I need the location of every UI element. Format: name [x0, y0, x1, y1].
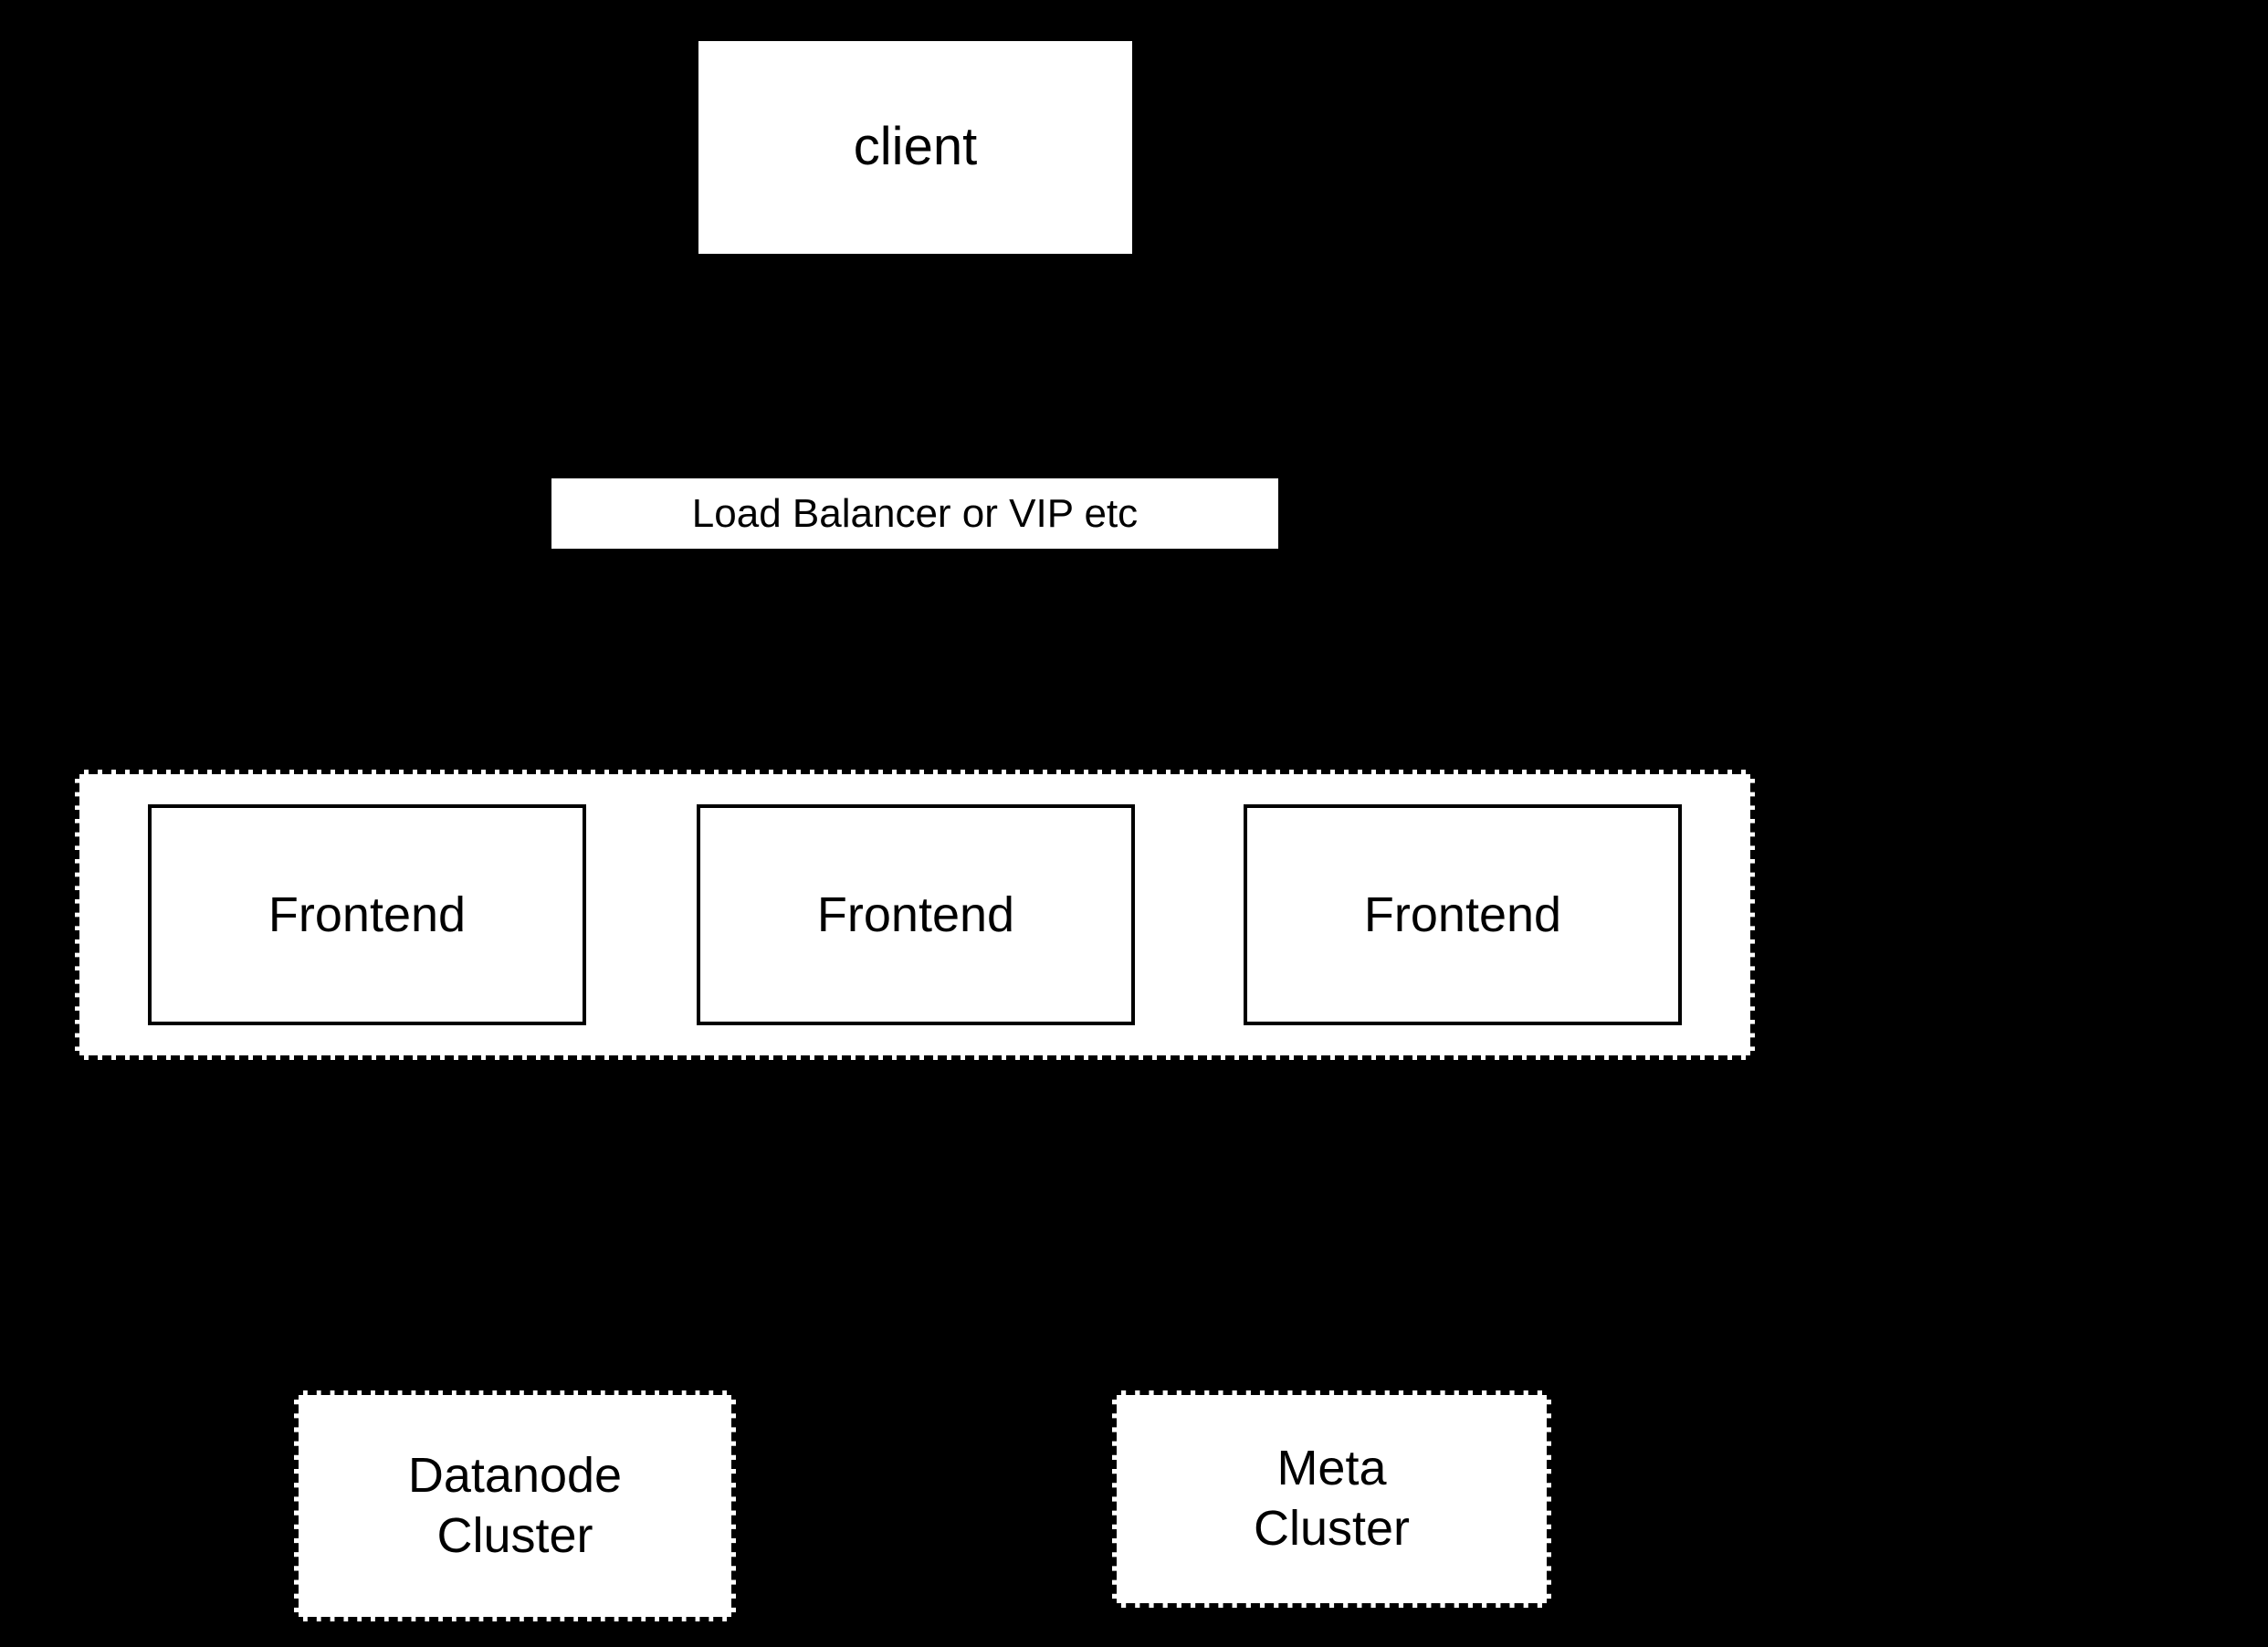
node-frontend-3-label: Frontend	[1363, 887, 1562, 942]
node-frontend-1[interactable]: Frontend	[148, 804, 586, 1025]
node-meta-cluster-label: Meta Cluster	[1253, 1441, 1411, 1556]
node-datanode-cluster[interactable]: Datanode Cluster	[294, 1390, 736, 1621]
node-meta-cluster[interactable]: Meta Cluster	[1112, 1390, 1551, 1608]
node-frontend-2[interactable]: Frontend	[697, 804, 1135, 1025]
node-frontend-3[interactable]: Frontend	[1244, 804, 1682, 1025]
node-client[interactable]: client	[698, 41, 1132, 254]
node-client-label: client	[853, 117, 978, 177]
node-frontend-2-label: Frontend	[816, 887, 1015, 942]
node-load-balancer[interactable]: Load Balancer or VIP etc	[551, 478, 1278, 549]
node-datanode-cluster-label: Datanode Cluster	[407, 1447, 623, 1563]
node-load-balancer-label: Load Balancer or VIP etc	[691, 490, 1139, 536]
node-frontend-1-label: Frontend	[268, 887, 467, 942]
